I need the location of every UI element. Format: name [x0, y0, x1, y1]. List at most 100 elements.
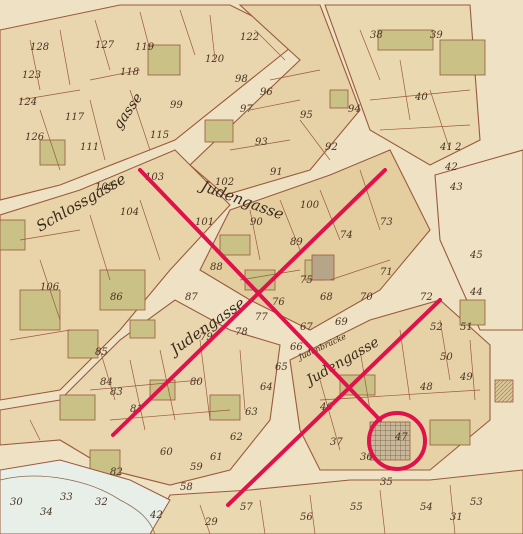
parcel-number: 59 [190, 462, 203, 473]
river [0, 459, 171, 534]
parcel-number: 2 [454, 142, 461, 153]
parcel-number: 80 [190, 377, 203, 388]
parcel-number: 94 [348, 104, 361, 115]
parcel-number: 39 [430, 30, 443, 41]
red-annotations [111, 168, 442, 507]
parcel-number: 50 [440, 352, 453, 363]
parcel-number: 70 [360, 292, 373, 303]
parcel-number: 44 [469, 287, 483, 298]
annotation-line-diagonal-up [111, 168, 387, 437]
parcel-number: 122 [240, 32, 259, 43]
parcel-number: 106 [40, 282, 60, 293]
parcel-number: 60 [160, 447, 173, 458]
parcel-number: 83 [110, 387, 123, 398]
parcel-number: 48 [419, 382, 433, 393]
parcel-number: 61 [210, 452, 223, 463]
parcel-lines [9, 9, 481, 534]
parcel-number: 104 [120, 207, 139, 218]
parcel-number: 82 [110, 467, 123, 478]
parcel-number: 42 [444, 162, 458, 173]
parcel-number: 93 [255, 137, 268, 148]
parcel-number: 72 [420, 292, 433, 303]
parcel-number: 88 [210, 262, 223, 273]
parcel-number: 55 [350, 502, 363, 513]
parcel-number: 41 [439, 142, 453, 153]
parcel-number: 102 [215, 177, 234, 188]
parcel-number: 67 [300, 322, 313, 333]
parcel-number: 43 [449, 182, 463, 193]
parcel-number: 38 [370, 30, 383, 41]
river-bank [0, 475, 156, 534]
parcel-number: 52 [430, 322, 443, 333]
parcel-numbers: 128 127 119 122 120 38 39 123 118 98 96 95 40 124 117 9… [10, 30, 483, 528]
parcel-number: 91 [270, 167, 283, 178]
parcel-number: 87 [185, 292, 198, 303]
parcel-number: 92 [325, 142, 338, 153]
parcel-number: 74 [340, 230, 353, 241]
parcel-number: 96 [260, 87, 273, 98]
parcel-number: 63 [245, 407, 258, 418]
parcel-number: 97 [240, 104, 253, 115]
parcel-number: 68 [320, 292, 333, 303]
garden-areas [0, 29, 486, 476]
parcel-number: 66 [290, 342, 303, 353]
parcel-number: 30 [10, 497, 23, 508]
parcel-number: 56 [300, 512, 313, 523]
parcel-number: 77 [255, 312, 268, 323]
parcel-number: 65 [275, 362, 288, 373]
parcel-number: 31 [450, 512, 463, 523]
parcel-number: 69 [335, 317, 348, 328]
parcel-number: 85 [95, 347, 108, 358]
parcel-number: 54 [420, 502, 433, 513]
parcel-number: 128 [30, 42, 49, 53]
parcel-number: 117 [65, 112, 85, 123]
parcel-number: 126 [25, 132, 45, 143]
parcel-number: 115 [150, 130, 169, 141]
parcel-number: 58 [180, 482, 193, 493]
parcel-number: 57 [240, 502, 253, 513]
parcel-number: 84 [100, 377, 113, 388]
parcel-number: 103 [145, 172, 164, 183]
courtyards [311, 254, 514, 461]
parcel-number: 99 [170, 100, 183, 111]
parcel-number: 35 [380, 477, 393, 488]
parcel-number: 111 [80, 142, 99, 153]
parcel-number: 79 [200, 332, 213, 343]
annotation-line-diagonal-down [138, 168, 382, 422]
parcel-number: 73 [380, 217, 393, 228]
annotation-line-lower [226, 298, 442, 507]
parcel-number: 118 [120, 67, 139, 78]
parcel-number: 45 [469, 250, 483, 261]
parcel-number: 64 [260, 382, 273, 393]
parcel-number: 119 [135, 42, 155, 53]
parcel-number: 123 [22, 70, 41, 81]
parcel-number: 75 [300, 275, 313, 286]
parcel-number: 42 [149, 510, 163, 521]
parcel-number: 127 [95, 40, 115, 51]
parcel-number: 95 [300, 110, 313, 121]
parcel-number: 34 [40, 507, 53, 518]
parcel-number: 105 [95, 182, 114, 193]
parcel-number: 33 [60, 492, 73, 503]
parcel-number: 62 [230, 432, 243, 443]
parcel-number: 40 [414, 92, 428, 103]
parcel-number: 124 [18, 97, 37, 108]
parcel-number: 76 [272, 297, 285, 308]
parcel-number: 49 [459, 372, 473, 383]
parcel-number: 29 [204, 517, 218, 528]
parcel-number: 101 [195, 217, 214, 228]
parcel-number: 120 [205, 54, 225, 65]
parcel-number: 98 [235, 74, 248, 85]
parcel-number: 53 [470, 497, 483, 508]
parcel-number: 36 [360, 452, 373, 463]
parcel-number: 32 [95, 497, 108, 508]
parcel-number: 71 [380, 267, 393, 278]
parcel-number: 78 [235, 327, 248, 338]
parcel-number: 90 [250, 217, 263, 228]
parcel-number: 51 [460, 322, 473, 333]
annotation-circle [367, 411, 427, 471]
parcel-number: 89 [290, 237, 303, 248]
parcel-number: 37 [330, 437, 343, 448]
